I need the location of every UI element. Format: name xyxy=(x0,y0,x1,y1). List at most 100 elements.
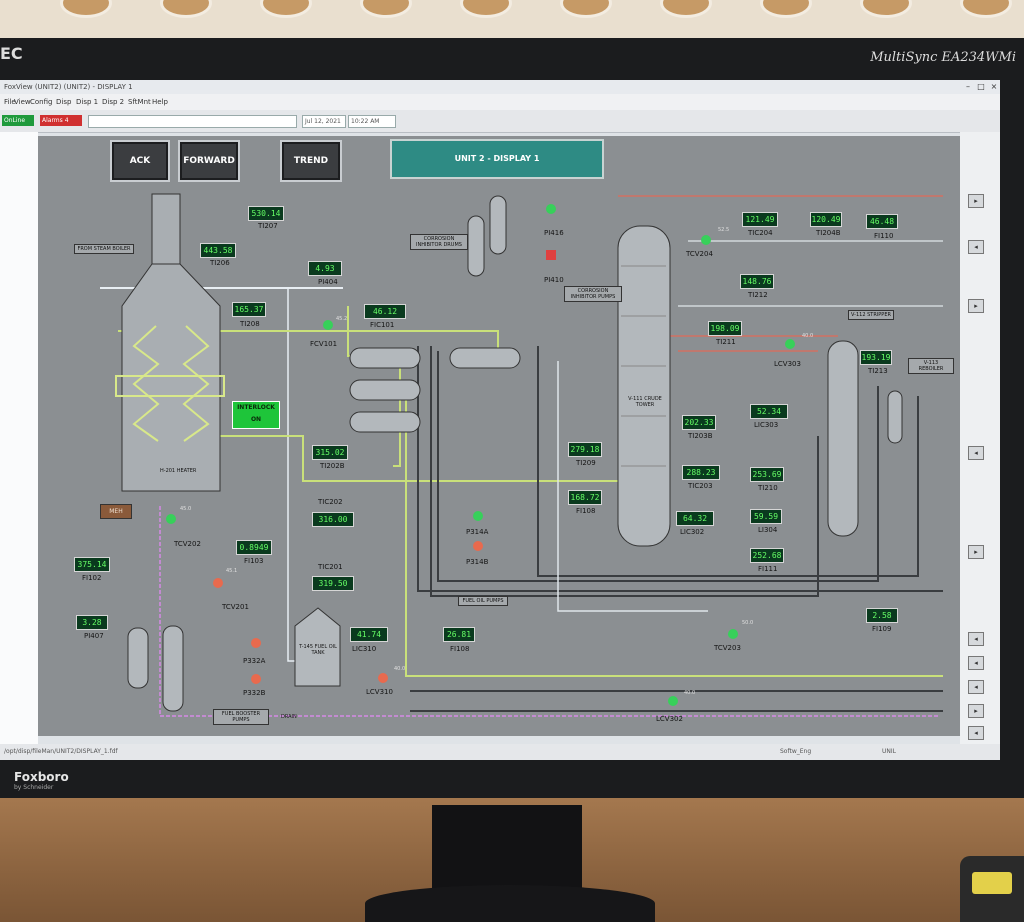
maximize-button[interactable]: □ xyxy=(977,82,985,91)
small-vessels xyxy=(127,625,184,712)
value-pi407[interactable]: 3.28 xyxy=(76,615,108,630)
interlock-status[interactable]: INTERLOCK ON xyxy=(232,401,280,429)
nav-arrow-right-icon[interactable]: ▸ xyxy=(968,704,984,718)
process-line-light xyxy=(557,361,708,612)
tag-p314a: P314A xyxy=(466,528,489,536)
tag-tic202: TIC202 xyxy=(318,498,343,506)
menu-disp2[interactable]: Disp 2 xyxy=(102,98,125,106)
tag-fi108b: FI108 xyxy=(450,645,470,653)
status-user: Softw_Eng xyxy=(780,748,812,755)
value-fi110[interactable]: 46.48 xyxy=(866,214,898,229)
menu-view[interactable]: View xyxy=(14,98,31,106)
nav-arrow-right-icon[interactable]: ▸ xyxy=(968,545,984,559)
valve-tcv203-output: 50.0 xyxy=(742,620,754,626)
tag-fi103: FI103 xyxy=(244,557,264,565)
date-field: Jul 12, 2021 xyxy=(302,115,346,128)
ack-button[interactable]: ACK xyxy=(110,140,170,182)
tag-p332a: P332A xyxy=(243,657,266,665)
menu-disp[interactable]: Disp xyxy=(56,98,72,106)
from-steam-label: FROM STEAM BOILER xyxy=(74,244,134,254)
menu-help[interactable]: Help xyxy=(152,98,168,106)
valve-lcv310-output: 40.0 xyxy=(394,666,406,672)
value-fic101[interactable]: 46.12 xyxy=(364,304,406,319)
valve-tcv202-output: 45.0 xyxy=(180,506,192,512)
tag-fic101: FIC101 xyxy=(370,321,395,329)
value-fi108[interactable]: 168.72 xyxy=(568,490,602,505)
value-ti210[interactable]: 253.69 xyxy=(750,467,784,482)
valve-tcv201-output: 45.1 xyxy=(226,568,238,574)
nav-arrow-left-icon[interactable]: ◂ xyxy=(968,656,984,670)
wall-decoration xyxy=(860,0,912,18)
value-tic201[interactable]: 319.50 xyxy=(312,576,354,591)
menu-disp1[interactable]: Disp 1 xyxy=(76,98,99,106)
wall-decoration xyxy=(260,0,312,18)
value-tic202[interactable]: 316.00 xyxy=(312,512,354,527)
forward-button[interactable]: FORWARD xyxy=(178,140,240,182)
nav-arrow-left-icon[interactable]: ◂ xyxy=(968,446,984,460)
command-combo[interactable] xyxy=(88,115,297,128)
value-tic203[interactable]: 288.23 xyxy=(682,465,720,480)
value-fi103[interactable]: 0.8949 xyxy=(236,540,272,555)
wall-decoration xyxy=(360,0,412,18)
value-fi108b[interactable]: 26.81 xyxy=(443,627,475,642)
tag-tcv203: TCV203 xyxy=(714,644,741,652)
tag-p314b: P314B xyxy=(466,558,489,566)
tag-lic310: LIC310 xyxy=(352,645,377,653)
value-ti211[interactable]: 198.09 xyxy=(708,321,742,336)
valve-lcv302-output: 40.0 xyxy=(684,690,696,696)
close-button[interactable]: × xyxy=(990,82,998,91)
value-tic204[interactable]: 121.49 xyxy=(742,212,778,227)
value-ti207[interactable]: 530.14 xyxy=(248,206,284,221)
tag-tic203: TIC203 xyxy=(688,482,713,490)
value-ti204b[interactable]: 120.49 xyxy=(810,212,842,227)
reboiler-label: V-113 REBOILER xyxy=(908,358,954,374)
tag-lcv302: LCV302 xyxy=(656,715,683,723)
wall-background xyxy=(0,0,1024,40)
process-line-dark xyxy=(437,351,879,582)
nav-arrow-left-icon[interactable]: ◂ xyxy=(968,240,984,254)
nav-arrow-left-icon[interactable]: ◂ xyxy=(968,726,984,740)
window-title: FoxView (UNIT2) (UNIT2) - DISPLAY 1 xyxy=(4,83,133,91)
menu-config[interactable]: Config xyxy=(30,98,53,106)
nav-arrow-right-icon[interactable]: ▸ xyxy=(968,194,984,208)
value-ti208[interactable]: 165.37 xyxy=(232,302,266,317)
value-ti203b[interactable]: 202.33 xyxy=(682,415,716,430)
tag-lcv303: LCV303 xyxy=(774,360,801,368)
menu-sftmnt[interactable]: SftMnt xyxy=(128,98,151,106)
value-fi102[interactable]: 375.14 xyxy=(74,557,110,572)
nav-arrow-left-icon[interactable]: ◂ xyxy=(968,680,984,694)
toolbar: OnLine Alarms 4 Jul 12, 2021 10:22 AM xyxy=(0,110,1000,133)
value-ti213[interactable]: 193.19 xyxy=(860,350,892,365)
value-fi109[interactable]: 2.58 xyxy=(866,608,898,623)
minimize-button[interactable]: – xyxy=(966,82,970,91)
value-ti212[interactable]: 148.76 xyxy=(740,274,774,289)
value-ti209[interactable]: 279.18 xyxy=(568,442,602,457)
tag-ti204b: TI204B xyxy=(816,229,841,237)
value-ti202b[interactable]: 315.02 xyxy=(312,445,348,460)
trend-button[interactable]: TREND xyxy=(280,140,342,182)
value-lic302[interactable]: 64.32 xyxy=(676,511,714,526)
tag-fi102: FI102 xyxy=(82,574,102,582)
value-lic303[interactable]: 52.34 xyxy=(750,404,788,419)
valve-icons xyxy=(166,204,795,706)
value-ti206[interactable]: 443.58 xyxy=(200,243,236,258)
tag-tcv201: TCV201 xyxy=(222,603,249,611)
wall-decoration xyxy=(960,0,1012,18)
nav-arrow-left-icon[interactable]: ◂ xyxy=(968,632,984,646)
nav-arrow-right-icon[interactable]: ▸ xyxy=(968,299,984,313)
process-line-pink xyxy=(159,506,938,717)
online-status[interactable]: OnLine xyxy=(2,115,34,126)
value-pi404[interactable]: 4.93 xyxy=(308,261,342,276)
value-fi111[interactable]: 252.68 xyxy=(750,548,784,563)
right-margin: ▸ ◂ ▸ ◂ ▸ ◂ ◂ ◂ ▸ ◂ xyxy=(960,132,1000,744)
value-li304[interactable]: 59.59 xyxy=(750,509,782,524)
meh-indicator[interactable]: MEH xyxy=(100,504,132,519)
tag-fcv101: FCV101 xyxy=(310,340,338,348)
menu-file[interactable]: File xyxy=(4,98,16,106)
alarm-status[interactable]: Alarms 4 xyxy=(40,115,82,126)
tag-tcv204: TCV204 xyxy=(686,250,713,258)
monitor-stand-base xyxy=(365,885,655,922)
tag-pi407: PI407 xyxy=(84,632,104,640)
value-lic310[interactable]: 41.74 xyxy=(350,627,388,642)
